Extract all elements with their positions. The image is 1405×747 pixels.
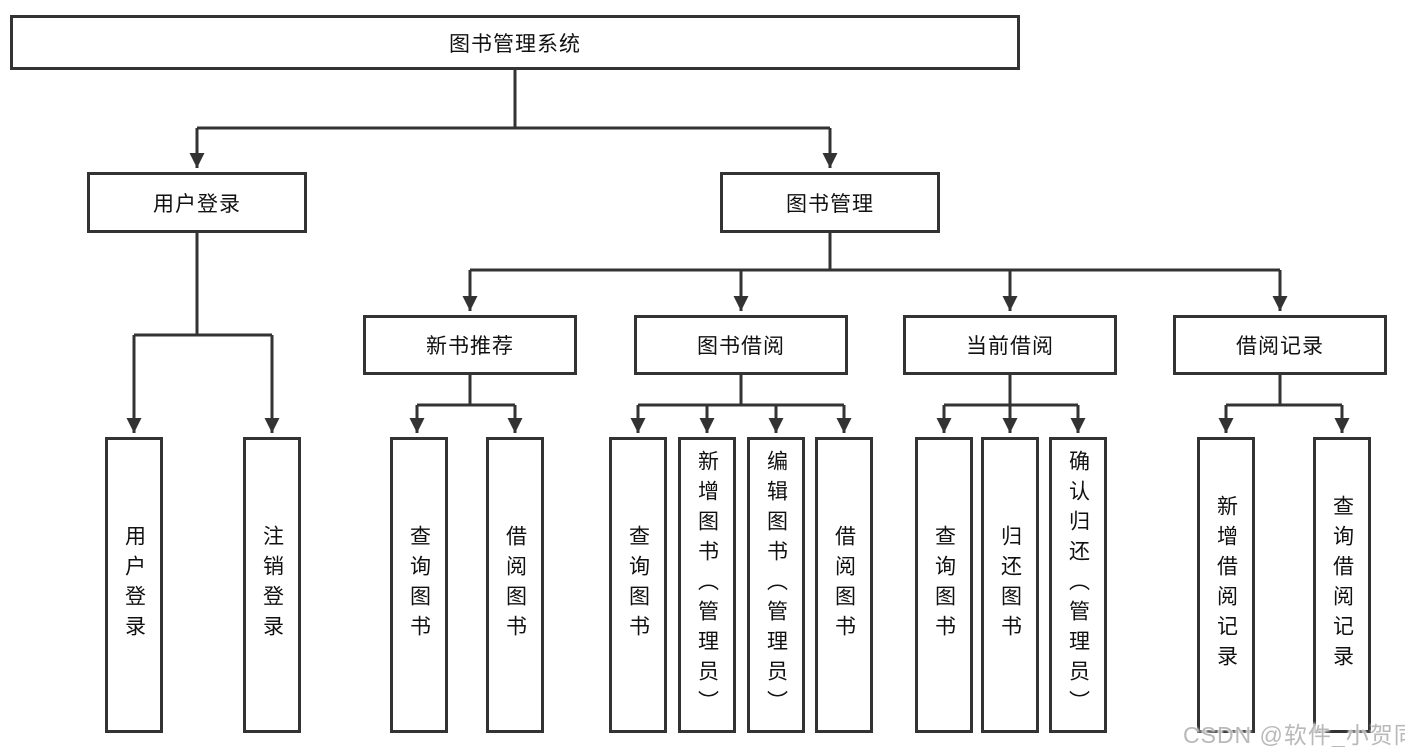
- leaf-label: 查询图书: [932, 525, 956, 645]
- node-label: 借阅记录: [1236, 335, 1324, 358]
- node-label: 新书推荐: [426, 335, 514, 358]
- node-label: 图书管理系统: [449, 32, 581, 56]
- leaf-label: 借阅图书: [832, 525, 856, 645]
- node-label: 用户登录: [153, 192, 241, 216]
- leaf-query-books-3: 查询图书: [915, 437, 973, 733]
- leaf-label: 编辑图书（管理员）: [764, 450, 788, 720]
- node-current-borrow: 当前借阅: [903, 315, 1117, 375]
- leaf-label: 用户登录: [122, 525, 146, 645]
- node-new-book-recommend: 新书推荐: [363, 315, 577, 375]
- leaf-edit-books-admin: 编辑图书（管理员）: [747, 437, 805, 733]
- leaf-label: 查询图书: [407, 525, 431, 645]
- csdn-watermark: CSDN @软件_小贺同学: [1183, 722, 1405, 747]
- node-user-login: 用户登录: [87, 172, 307, 233]
- leaf-return-books: 归还图书: [981, 437, 1039, 733]
- leaf-label: 新增借阅记录: [1214, 495, 1238, 675]
- leaf-borrow-books-1: 借阅图书: [486, 437, 544, 733]
- node-label: 图书借阅: [697, 335, 785, 358]
- leaf-label: 借阅图书: [503, 525, 527, 645]
- node-label: 当前借阅: [966, 335, 1054, 358]
- leaf-label: 新增图书（管理员）: [695, 450, 719, 720]
- leaf-borrow-books-2: 借阅图书: [815, 437, 873, 733]
- leaf-add-books-admin: 新增图书（管理员）: [678, 437, 736, 733]
- node-borrow-records: 借阅记录: [1173, 315, 1387, 375]
- leaf-add-borrow-record: 新增借阅记录: [1197, 437, 1255, 733]
- leaf-query-books-2: 查询图书: [609, 437, 667, 733]
- leaf-label: 注销登录: [260, 525, 284, 645]
- leaf-logout: 注销登录: [243, 437, 301, 733]
- leaf-label: 确认归还（管理员）: [1066, 450, 1090, 720]
- leaf-confirm-return-admin: 确认归还（管理员）: [1049, 437, 1107, 733]
- leaf-query-borrow-record: 查询借阅记录: [1313, 437, 1371, 733]
- node-library-management-system: 图书管理系统: [10, 15, 1020, 70]
- node-label: 图书管理: [786, 192, 874, 216]
- leaf-label: 查询图书: [626, 525, 650, 645]
- leaf-label: 查询借阅记录: [1330, 495, 1354, 675]
- leaf-label: 归还图书: [998, 525, 1022, 645]
- leaf-query-books-1: 查询图书: [390, 437, 448, 733]
- node-book-borrow: 图书借阅: [634, 315, 848, 375]
- node-book-management: 图书管理: [720, 172, 940, 233]
- leaf-user-login: 用户登录: [105, 437, 163, 733]
